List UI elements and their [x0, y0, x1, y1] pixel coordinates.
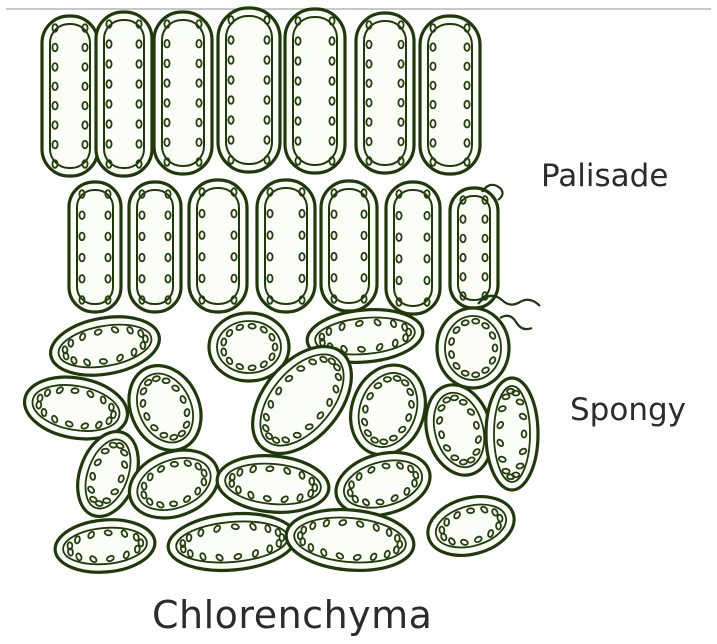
palisade-cell: [285, 9, 345, 173]
spongy-label: Spongy: [570, 392, 686, 428]
palisade-cell: [96, 12, 152, 176]
spongy-cell: [53, 516, 157, 577]
palisade-cell: [386, 182, 440, 314]
spongy-cell-wall: [338, 354, 437, 465]
spongy-cell: [215, 451, 331, 517]
spongy-cell-wall: [284, 505, 417, 576]
cell-layer: [20, 8, 540, 576]
spongy-cell: [486, 378, 538, 490]
chlorenchyma-title: Chlorenchyma: [152, 593, 432, 637]
palisade-cell: [129, 182, 181, 312]
palisade-cell: [321, 181, 377, 311]
palisade-cell: [69, 182, 121, 312]
spongy-cell: [421, 488, 520, 565]
palisade-cell: [42, 16, 98, 176]
palisade-cell: [189, 180, 247, 312]
spongy-cell: [437, 308, 509, 388]
palisade-cell: [450, 188, 498, 308]
spongy-cell: [166, 509, 298, 576]
palisade-label: Palisade: [541, 158, 668, 194]
palisade-cell: [257, 180, 315, 312]
palisade-cell: [218, 8, 280, 172]
palisade-cell: [356, 13, 414, 173]
palisade-cell: [420, 16, 480, 174]
spongy-cell: [284, 505, 417, 576]
spongy-cell-wall: [421, 488, 520, 565]
palisade-cell: [154, 12, 212, 174]
spongy-cell: [338, 354, 437, 465]
